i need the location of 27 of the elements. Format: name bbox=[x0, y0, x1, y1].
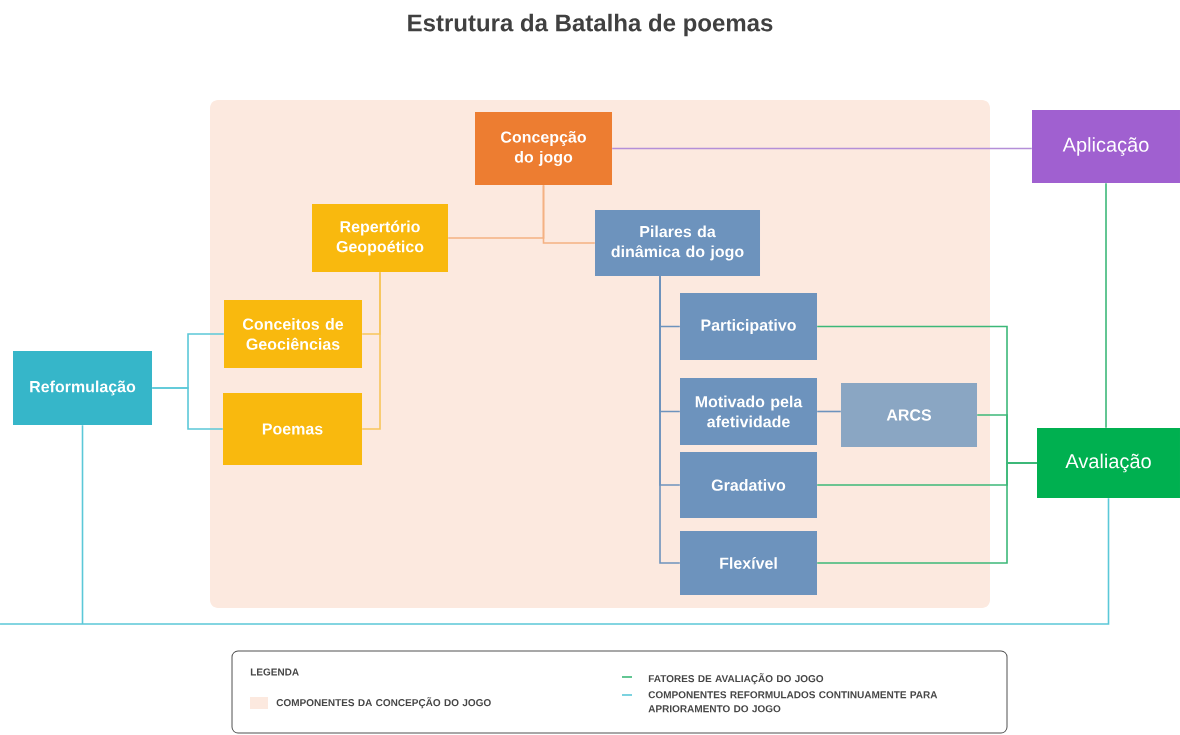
process-box: Poemas bbox=[223, 393, 362, 465]
connector bbox=[361, 271, 381, 430]
process-box: Pilares da dinâmica do jogo bbox=[595, 210, 760, 276]
connector bbox=[816, 462, 1038, 564]
connector bbox=[1105, 182, 1107, 429]
process-box: Motivado pela afetividade bbox=[680, 378, 817, 445]
connector bbox=[0, 424, 1110, 625]
connector bbox=[611, 147, 1033, 150]
process-box: Participativo bbox=[680, 293, 817, 360]
connector bbox=[816, 410, 842, 413]
process-box: Conceitos de Geociências bbox=[224, 300, 362, 368]
legend-heading: LEGENDA bbox=[250, 668, 299, 676]
legend-text: COMPONENTES DA CONCEPÇÃO DO JOGO bbox=[276, 697, 491, 709]
process-box: Flexível bbox=[680, 531, 817, 595]
legend-text: COMPONENTES REFORMULADOS CONTINUAMENTE PARA APRIORAMENTO DO JOGO bbox=[648, 691, 938, 713]
process-box: Aplicação bbox=[1032, 110, 1180, 183]
title: Estrutura da Batalha de poemas bbox=[408, 13, 773, 37]
connector bbox=[151, 387, 224, 430]
connector bbox=[659, 275, 681, 564]
process-box: Reformulação bbox=[13, 351, 152, 425]
connector bbox=[542, 184, 596, 244]
process-box: Avaliação bbox=[1037, 428, 1180, 498]
process-box: Repertório Geopoético bbox=[312, 204, 448, 272]
process-box: ARCS bbox=[841, 383, 977, 447]
legend-text: FATORES DE AVALIAÇÃO DO JOGO bbox=[648, 673, 824, 685]
process-box: Gradativo bbox=[680, 452, 817, 518]
process-box: Concepção do jogo bbox=[475, 112, 612, 185]
